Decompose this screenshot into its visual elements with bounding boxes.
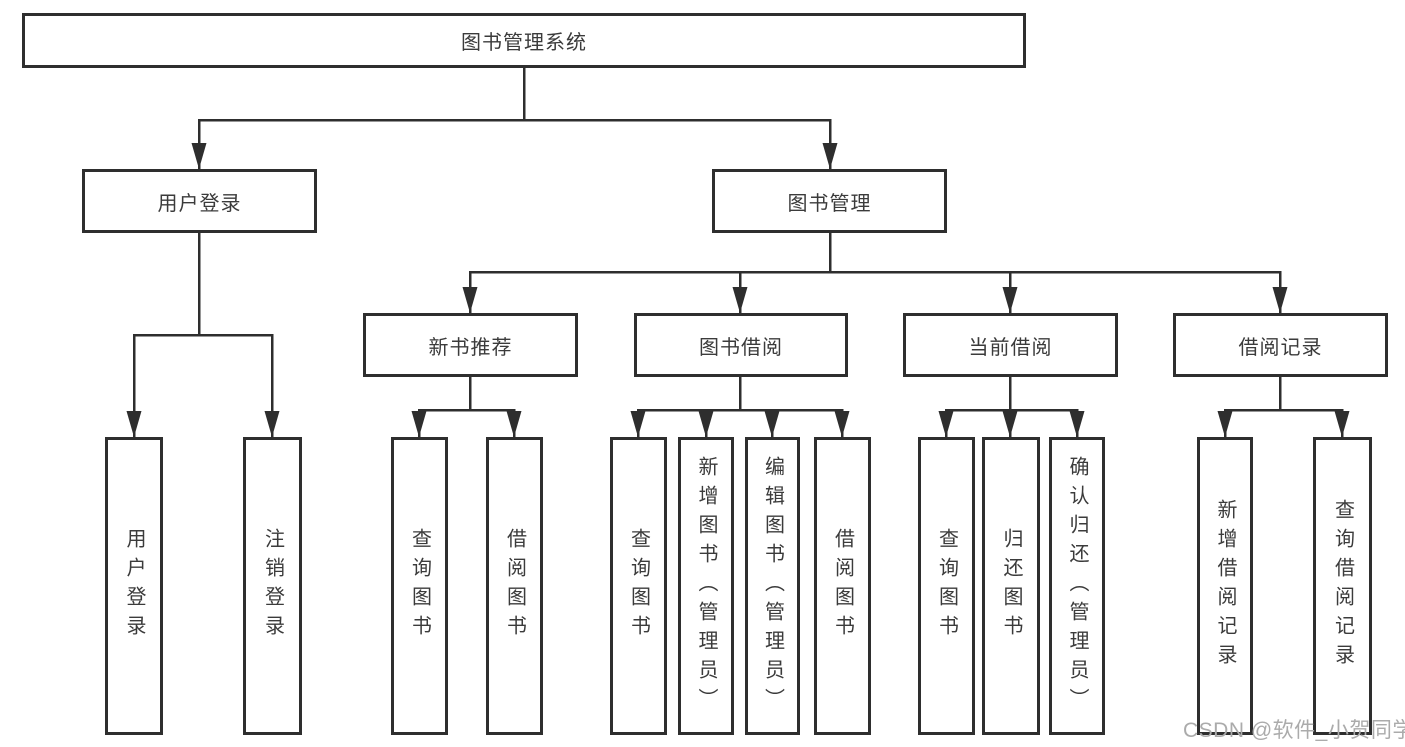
- node-root-label: 图书管理系统: [461, 32, 587, 54]
- leaf-query-borrow-record-label: 查询借阅记录: [1331, 499, 1354, 673]
- node-current-borrowing: 当前借阅: [903, 313, 1118, 377]
- node-new-book-recommend: 新书推荐: [363, 313, 578, 377]
- leaf-borrow-books-2-label: 借阅图书: [831, 528, 854, 644]
- node-book-management-label: 图书管理: [787, 192, 872, 215]
- leaf-query-books-1-label: 查询图书: [408, 528, 431, 644]
- arrowhead-icon: [1217, 411, 1233, 437]
- leaf-add-borrow-record: 新增借阅记录: [1197, 437, 1253, 735]
- leaf-return-books: 归还图书: [982, 437, 1040, 735]
- arrowhead-icon: [191, 143, 207, 169]
- edge-bookmgmt-split: [468, 270, 1282, 313]
- arrowhead-icon: [938, 411, 954, 437]
- arrowhead-icon: [1002, 287, 1018, 313]
- leaf-add-books-admin-label: 新增图书（管理员）: [695, 455, 717, 717]
- leaf-query-books-2-label: 查询图书: [627, 528, 650, 644]
- arrowhead-icon: [264, 411, 280, 437]
- arrowhead-icon: [1002, 411, 1018, 437]
- node-current-borrowing-label: 当前借阅: [968, 336, 1053, 359]
- leaf-user-login-label: 用户登录: [123, 528, 145, 644]
- arrowhead-icon: [764, 411, 780, 437]
- arrowhead-icon: [698, 411, 714, 437]
- leaf-edit-books-admin: 编辑图书（管理员）: [745, 437, 800, 735]
- leaf-add-borrow-record-label: 新增借阅记录: [1214, 499, 1236, 673]
- leaf-borrow-books-1: 借阅图书: [486, 437, 543, 735]
- leaf-logout-label: 注销登录: [261, 528, 284, 644]
- leaf-confirm-return-admin-label: 确认归还（管理员）: [1066, 455, 1088, 717]
- leaf-query-borrow-record: 查询借阅记录: [1313, 437, 1372, 735]
- leaf-edit-books-admin-label: 编辑图书（管理员）: [761, 455, 784, 717]
- arrowhead-icon: [506, 411, 522, 437]
- node-new-book-recommend-label: 新书推荐: [428, 336, 513, 359]
- arrowhead-icon: [834, 411, 850, 437]
- edge-bookborrow-split: [636, 408, 844, 437]
- arrowhead-icon: [630, 411, 646, 437]
- node-user-login-label: 用户登录: [157, 192, 242, 215]
- arrowhead-icon: [822, 143, 838, 169]
- leaf-logout: 注销登录: [243, 437, 302, 735]
- leaf-query-books-2: 查询图书: [610, 437, 667, 735]
- arrowhead-icon: [1069, 411, 1085, 437]
- arrowhead-icon: [462, 287, 478, 313]
- leaf-add-books-admin: 新增图书（管理员）: [678, 437, 734, 735]
- node-borrowing-records: 借阅记录: [1173, 313, 1388, 377]
- edge-newbook-split: [417, 408, 516, 437]
- leaf-query-books-3: 查询图书: [918, 437, 975, 735]
- csdn-watermark: CSDN @软件_小贺同学: [1183, 719, 1405, 742]
- arrowhead-icon: [1334, 411, 1350, 437]
- arrowhead-icon: [411, 411, 427, 437]
- arrowhead-icon: [1272, 287, 1288, 313]
- node-user-login: 用户登录: [82, 169, 317, 233]
- node-book-management: 图书管理: [712, 169, 947, 233]
- leaf-borrow-books-2: 借阅图书: [814, 437, 871, 735]
- leaf-query-books-3-label: 查询图书: [935, 528, 958, 644]
- leaf-confirm-return-admin: 确认归还（管理员）: [1049, 437, 1105, 735]
- edge-borrowrecord-split: [1223, 408, 1344, 437]
- edge-root-split: [197, 118, 832, 169]
- arrowhead-icon: [732, 287, 748, 313]
- node-root: 图书管理系统: [22, 13, 1026, 68]
- node-borrowing-records-label: 借阅记录: [1238, 336, 1323, 359]
- arrowhead-icon: [126, 411, 142, 437]
- leaf-return-books-label: 归还图书: [1000, 528, 1022, 644]
- edge-userlogin-split: [132, 333, 274, 437]
- node-book-borrowing: 图书借阅: [634, 313, 848, 377]
- leaf-borrow-books-1-label: 借阅图书: [503, 528, 526, 644]
- leaf-query-books-1: 查询图书: [391, 437, 448, 735]
- node-book-borrowing-label: 图书借阅: [699, 336, 783, 359]
- leaf-user-login: 用户登录: [105, 437, 163, 735]
